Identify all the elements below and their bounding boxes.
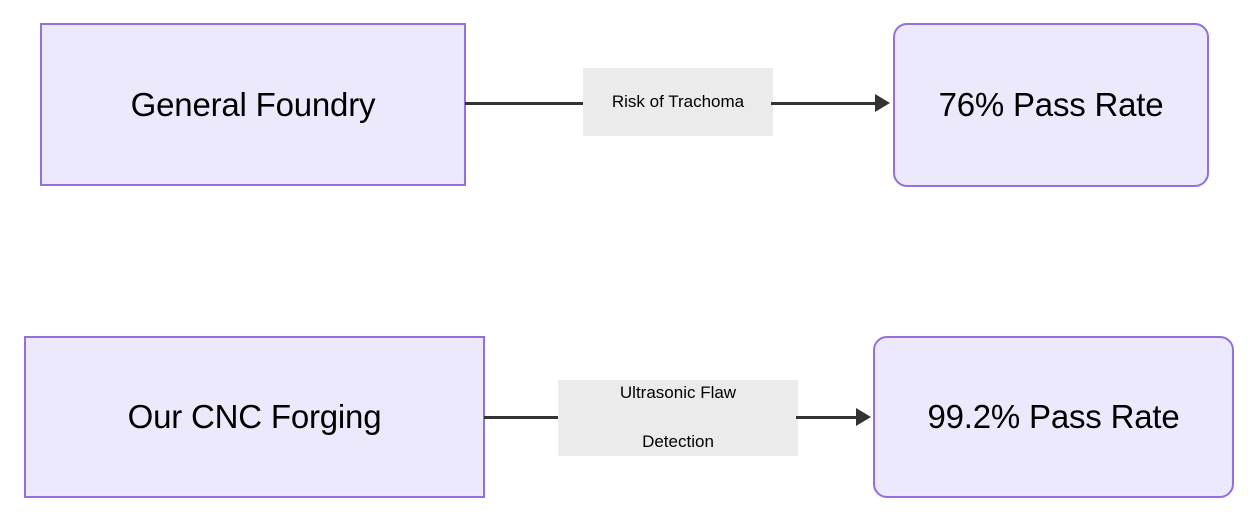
edge-line-segment-left-e1 bbox=[465, 102, 585, 105]
node-label: General Foundry bbox=[130, 85, 376, 123]
node-label: Our CNC Forging bbox=[127, 398, 382, 436]
node-99-2-pass-rate[interactable]: 99.2% Pass Rate bbox=[873, 336, 1234, 498]
arrowhead-icon-e2 bbox=[856, 408, 871, 426]
edge-label-text: Ultrasonic Flaw Detection bbox=[568, 381, 788, 455]
edge-label-text-line1: Ultrasonic Flaw bbox=[619, 383, 737, 403]
edge-label-text: Risk of Trachoma bbox=[611, 91, 745, 111]
node-general-foundry[interactable]: General Foundry bbox=[40, 23, 466, 186]
edge-label-risk-of-trachoma: Risk of Trachoma bbox=[583, 68, 773, 136]
node-our-cnc-forging[interactable]: Our CNC Forging bbox=[24, 336, 485, 498]
node-label: 76% Pass Rate bbox=[938, 86, 1164, 124]
node-label: 99.2% Pass Rate bbox=[927, 398, 1180, 436]
edge-line-segment-right-e1 bbox=[771, 102, 881, 105]
edge-label-text-line2: Detection bbox=[642, 432, 714, 452]
arrowhead-icon-e1 bbox=[875, 94, 890, 112]
edge-line-segment-left-e2 bbox=[484, 416, 560, 419]
edge-label-ultrasonic-flaw-detection: Ultrasonic Flaw Detection bbox=[558, 380, 798, 456]
node-76-pass-rate[interactable]: 76% Pass Rate bbox=[893, 23, 1209, 187]
edge-line-segment-right-e2 bbox=[796, 416, 862, 419]
